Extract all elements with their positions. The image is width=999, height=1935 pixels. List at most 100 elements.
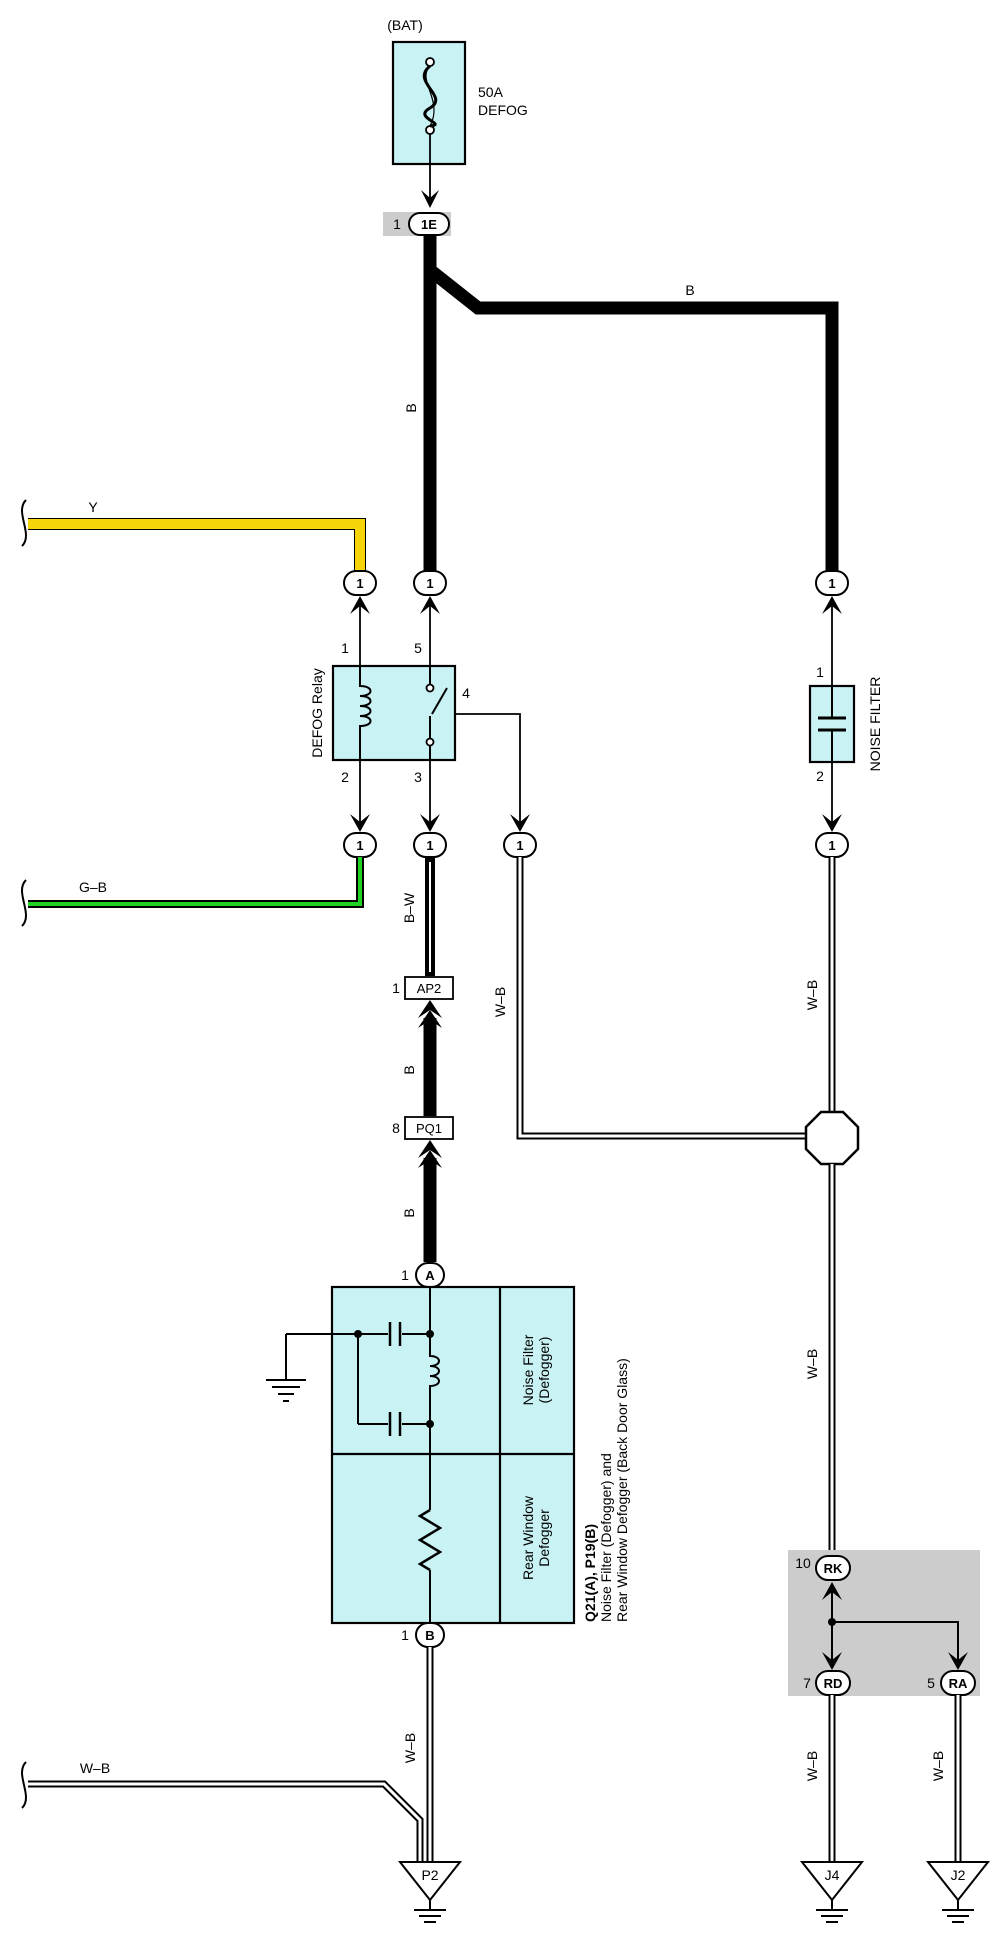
module-top-label-1: Noise Filter (520, 1334, 536, 1405)
connector-rk (815, 1555, 851, 1581)
module-pin-a: 1 (401, 1267, 409, 1283)
svg-text:1: 1 (356, 838, 363, 853)
connector-oval-relay3: 1 (413, 832, 447, 858)
wire-y-outline (28, 518, 366, 575)
connector-oval-relay1: 1 (343, 570, 377, 596)
connector-pq1 (404, 1116, 454, 1140)
wire-label-gb: G–B (79, 879, 107, 895)
wire-label-wb-b: W–B (402, 1733, 418, 1763)
wire-label-b-pq1: B (401, 1208, 417, 1217)
arrow-up-pq1 (418, 1140, 442, 1158)
wire-label-wb-rd: W–B (804, 1751, 820, 1781)
relay-pin-2: 2 (341, 769, 349, 785)
module-caption-1: Q21(A), P19(B) (582, 1524, 598, 1622)
ap2-id: AP2 (417, 981, 442, 996)
arrow-up-relay1 (350, 596, 370, 614)
module-top-label-2: (Defogger) (536, 1337, 552, 1404)
relay-pin-1: 1 (341, 640, 349, 656)
pq1-pin: 8 (392, 1120, 400, 1136)
wire-label-wb-filter: W–B (804, 980, 820, 1010)
rd-id: RD (824, 1676, 843, 1691)
wire-label-wb-left: W–B (80, 1760, 110, 1776)
arrow-into-1e (421, 190, 439, 208)
module-bottom-label-2: Defogger (536, 1509, 552, 1567)
ground-j4-icon (799, 1861, 865, 1923)
wire-label-b-top: B (685, 282, 694, 298)
wire-label-bw: B–W (401, 892, 417, 923)
ground-j4-label: J4 (825, 1867, 840, 1883)
connector-1e (408, 212, 450, 236)
arrow-up-ap2 (418, 1000, 442, 1018)
wire-label-wb-ra: W–B (930, 1751, 946, 1781)
wire-gb (28, 857, 362, 906)
arrow-up-relay5 (420, 596, 440, 614)
arrow-down-relay4 (510, 814, 530, 832)
fuse-name: DEFOG (478, 102, 528, 118)
arrow-down-ra (948, 1652, 968, 1670)
svg-text:1: 1 (426, 838, 433, 853)
wire-y-break (21, 499, 27, 547)
wire-y (28, 519, 365, 575)
svg-text:1: 1 (828, 838, 835, 853)
noise-filter-capacitor (808, 684, 856, 764)
noise-filter-pin-bottom: 2 (816, 768, 824, 784)
rk-id: RK (824, 1561, 843, 1576)
defog-relay (331, 664, 457, 762)
noise-filter-name: NOISE FILTER (867, 677, 883, 772)
battery-label: (BAT) (387, 17, 423, 33)
wire-gb-break (21, 879, 27, 927)
relay-pin-5: 5 (414, 640, 422, 656)
module-bottom-label-1: Rear Window (520, 1495, 536, 1580)
connector-ap2 (404, 976, 454, 1000)
junction-octagon (804, 1110, 860, 1166)
ground-j2-icon (925, 1861, 991, 1923)
fuse-50a-defog (391, 40, 467, 198)
module-ground-icon (266, 1334, 306, 1402)
module-pin-b: 1 (401, 1627, 409, 1643)
wire-wb-relay4 (518, 857, 812, 1138)
arrow-up-filter (822, 596, 842, 614)
arrow-down-rd (822, 1652, 842, 1670)
module-caption-3: Rear Window Defogger (Back Door Glass) (614, 1358, 630, 1622)
arrow-down-relay3 (420, 814, 440, 832)
connector-oval-relay4: 1 (503, 832, 537, 858)
ra-id: RA (949, 1676, 968, 1691)
wire-wb-left-break (21, 1761, 27, 1809)
ground-p2-label: P2 (421, 1867, 438, 1883)
defogger-module (286, 1285, 576, 1625)
module-caption-2: Noise Filter (Defogger) and (598, 1453, 614, 1622)
wire-label-wb-down: W–B (804, 1349, 820, 1379)
fuse-rating: 50A (478, 84, 504, 100)
noise-filter-pin-top: 1 (816, 664, 824, 680)
connector-1e-id: 1E (421, 217, 437, 232)
svg-text:1: 1 (356, 576, 363, 591)
rk-pin: 10 (795, 1555, 811, 1571)
wire-wb-relay4-outline (516, 857, 812, 1140)
svg-text:1: 1 (426, 576, 433, 591)
svg-text:1: 1 (516, 838, 523, 853)
module-conn-b: B (425, 1628, 434, 1643)
module-conn-a: A (425, 1268, 435, 1283)
wire-b-top-horizontal (425, 264, 839, 575)
arrow-down-filter (822, 814, 842, 832)
ap2-pin: 1 (392, 980, 400, 996)
relay-pin-3: 3 (414, 769, 422, 785)
connector-oval-relay5: 1 (413, 570, 447, 596)
rd-pin: 7 (803, 1675, 811, 1691)
wire-relay4-thin (455, 713, 521, 822)
pq1-id: PQ1 (416, 1121, 442, 1136)
relay-name: DEFOG Relay (309, 668, 325, 757)
wire-label-wb-relay4: W–B (492, 987, 508, 1017)
wire-gb-outline (28, 857, 364, 908)
ground-p2-icon (397, 1861, 463, 1923)
svg-text:1: 1 (828, 576, 835, 591)
arrow-down-relay2 (350, 814, 370, 832)
connector-oval-relay2: 1 (343, 832, 377, 858)
ground-j2-label: J2 (951, 1867, 966, 1883)
ra-pin: 5 (927, 1675, 935, 1691)
wire-label-b-vertical: B (403, 403, 419, 412)
wire-label-y: Y (88, 499, 98, 515)
wire-wb-left-outline (28, 1780, 424, 1862)
wire-wb-left (28, 1782, 422, 1862)
